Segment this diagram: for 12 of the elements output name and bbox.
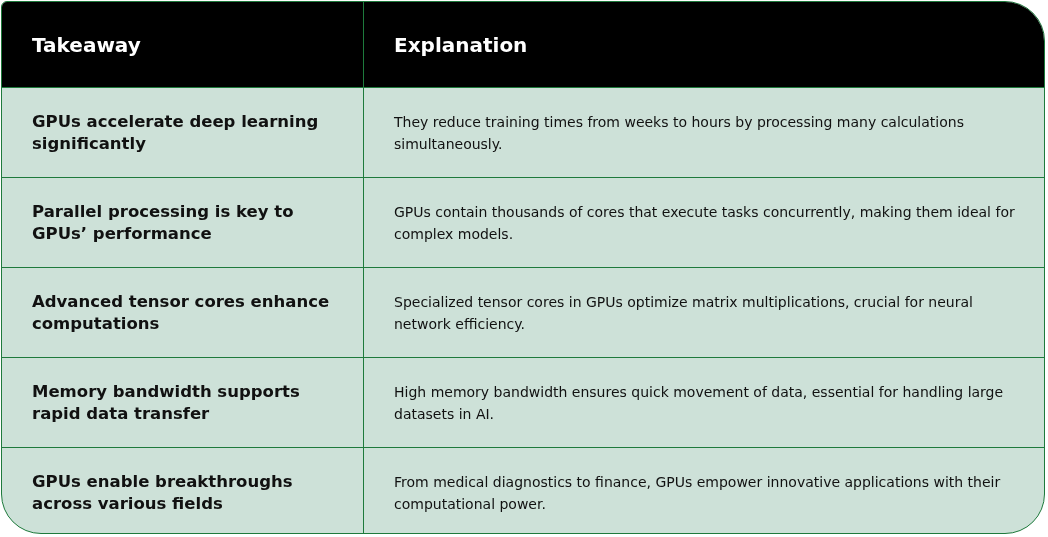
takeaway-text: Parallel processing is key to GPUs’ performance [32,201,295,245]
explanation-text: Specialized tensor cores in GPUs optimize matrix multiplications, crucial for neural network efficiency. [394,293,974,334]
takeaway-text: GPUs accelerate deep learning significantly [32,111,320,155]
column-header: Explanation [394,34,528,56]
explanation-text: High memory bandwidth ensures quick movement of data, essential for handling large datasets in AI. [394,383,1005,424]
takeaway-text: Advanced tensor cores enhance computations [32,291,331,335]
explanation-text: They reduce training times from weeks to hours by processing many calculations simultaneously. [394,113,965,154]
explanation-text: GPUs contain thousands of cores that execute tasks concurrently, making them ideal for complex models. [394,203,1016,244]
takeaway-text: GPUs enable breakthroughs across various fields [32,471,294,515]
explanation-text: From medical diagnostics to finance, GPUs empower innovative applications with their computational power. [394,473,1002,514]
takeaway-text: Memory bandwidth supports rapid data transfer [32,381,301,425]
column-header: Takeaway [32,34,141,56]
